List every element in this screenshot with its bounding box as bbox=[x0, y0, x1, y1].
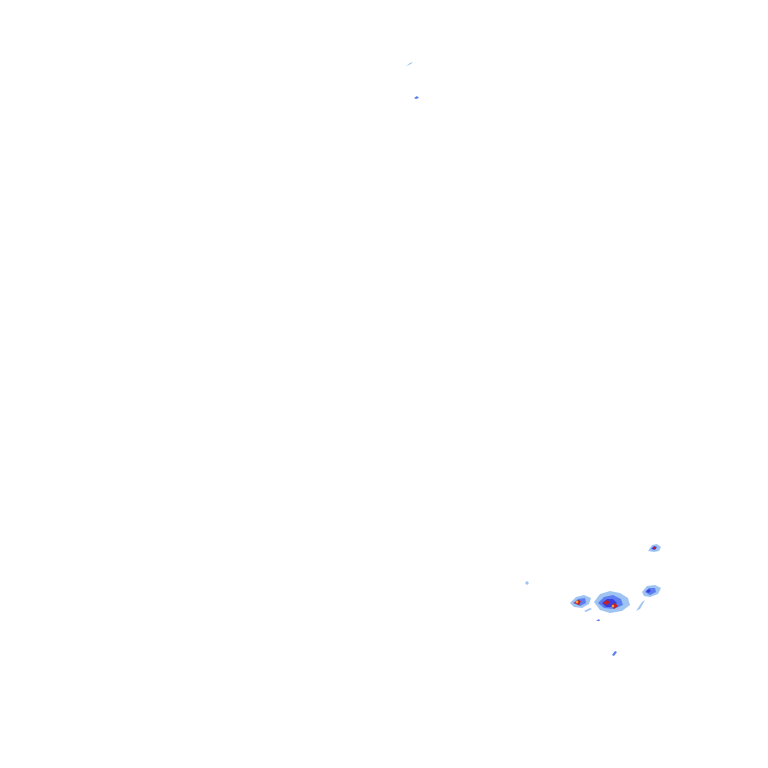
echo-speck bbox=[414, 96, 419, 99]
echo-cell bbox=[642, 585, 661, 597]
echo-cell bbox=[648, 544, 661, 552]
echo-speck bbox=[612, 651, 617, 656]
echo-speck bbox=[525, 581, 529, 585]
echo-cluster bbox=[570, 591, 645, 621]
echo-speck bbox=[406, 62, 413, 66]
